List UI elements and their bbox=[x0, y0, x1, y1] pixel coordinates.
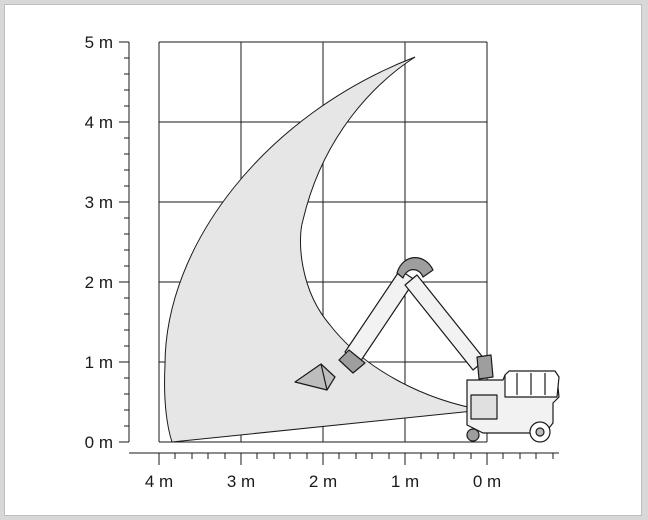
y-tick-label-1: 1 m bbox=[85, 353, 113, 372]
reach-zone-outline bbox=[164, 56, 484, 443]
x-axis: 4 m 3 m 2 m 1 m 0 m bbox=[129, 452, 559, 491]
y-tick-label-3: 3 m bbox=[85, 193, 113, 212]
rear-wheel-hub bbox=[535, 427, 545, 437]
y-axis: 5 m 4 m 3 m 2 m 1 m 0 m bbox=[85, 33, 130, 452]
front-panel bbox=[470, 394, 498, 420]
extraction-arm-machine-icon bbox=[294, 257, 560, 443]
x-tick-label-3: 3 m bbox=[227, 472, 255, 491]
elbow-joint bbox=[396, 257, 434, 279]
y-tick-label-2: 2 m bbox=[85, 273, 113, 292]
x-tick-label-0: 0 m bbox=[473, 472, 501, 491]
y-tick-label-4: 4 m bbox=[85, 113, 113, 132]
hood-joint bbox=[338, 349, 366, 374]
y-tick-label-0: 0 m bbox=[85, 433, 113, 452]
x-tick-label-1: 1 m bbox=[391, 472, 419, 491]
hood-edge bbox=[320, 363, 328, 391]
x-tick-label-2: 2 m bbox=[309, 472, 337, 491]
reach-diagram: 5 m 4 m 3 m 2 m 1 m 0 m bbox=[85, 33, 560, 491]
filter-box bbox=[504, 370, 560, 398]
upper-arm-segment bbox=[404, 274, 486, 371]
y-tick-label-5: 5 m bbox=[85, 33, 113, 52]
reach-zone bbox=[164, 57, 483, 442]
diagram-frame: 5 m 4 m 3 m 2 m 1 m 0 m bbox=[4, 4, 642, 516]
base-joint bbox=[476, 354, 494, 380]
front-caster bbox=[466, 428, 480, 442]
x-tick-label-4: 4 m bbox=[145, 472, 173, 491]
